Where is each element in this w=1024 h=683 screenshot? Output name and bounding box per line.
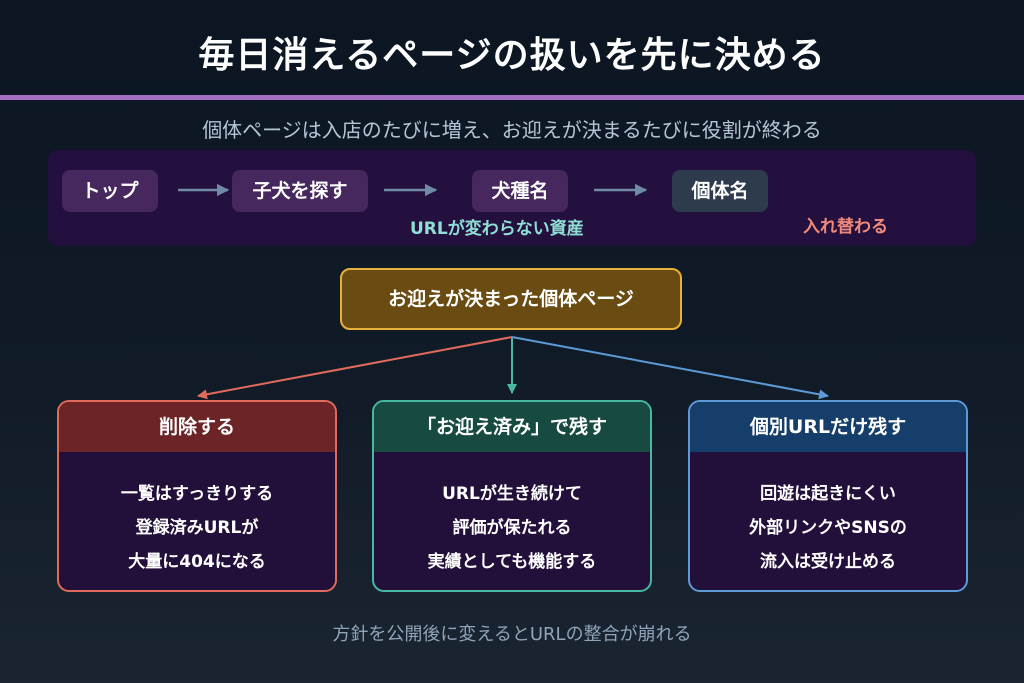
flow-step-search-puppies: 子犬を探す bbox=[232, 170, 368, 212]
adopted-individual-page-box: お迎えが決まった個体ページ bbox=[340, 268, 682, 330]
page-title: 毎日消えるページの扱いを先に決める bbox=[198, 35, 826, 76]
option-line: 大量に404になる bbox=[128, 552, 266, 572]
option-line: 評価が保たれる bbox=[452, 518, 572, 538]
flow-step-individual: 個体名 bbox=[672, 170, 768, 212]
option-card-keep-adopted: 「お迎え済み」で残す URLが生き続けて 評価が保たれる 実績としても機能する bbox=[372, 400, 652, 592]
option-line: 外部リンクやSNSの bbox=[749, 518, 907, 538]
branch-arrow-url-only bbox=[511, 336, 829, 400]
stable-url-note: URLが変わらない資産 bbox=[410, 219, 584, 239]
option-line: 登録済みURLが bbox=[135, 518, 259, 538]
page-subtitle: 個体ページは入店のたびに増え、お迎えが決まるたびに役割が終わる bbox=[202, 118, 822, 142]
flow-step-breed: 犬種名 bbox=[472, 170, 568, 212]
option-line: 回遊は起きにくい bbox=[760, 484, 896, 504]
flow-step-top: トップ bbox=[62, 170, 158, 212]
branch-arrow-delete bbox=[197, 336, 513, 400]
title-divider bbox=[0, 95, 1024, 100]
option-title-url-only: 個別URLだけ残す bbox=[690, 402, 966, 452]
option-line: 流入は受け止める bbox=[760, 552, 896, 572]
option-card-delete: 削除する 一覧はすっきりする 登録済みURLが 大量に404になる bbox=[57, 400, 337, 592]
changing-url-note: 入れ替わる bbox=[803, 217, 888, 237]
option-line: 一覧はすっきりする bbox=[120, 484, 274, 504]
option-title-keep-adopted: 「お迎え済み」で残す bbox=[374, 402, 650, 452]
option-card-url-only: 個別URLだけ残す 回遊は起きにくい 外部リンクやSNSの 流入は受け止める bbox=[688, 400, 968, 592]
option-title-delete: 削除する bbox=[59, 402, 335, 452]
option-line: 実績としても機能する bbox=[427, 552, 597, 572]
option-line: URLが生き続けて bbox=[442, 484, 582, 504]
footer-note: 方針を公開後に変えるとURLの整合が崩れる bbox=[332, 624, 692, 645]
